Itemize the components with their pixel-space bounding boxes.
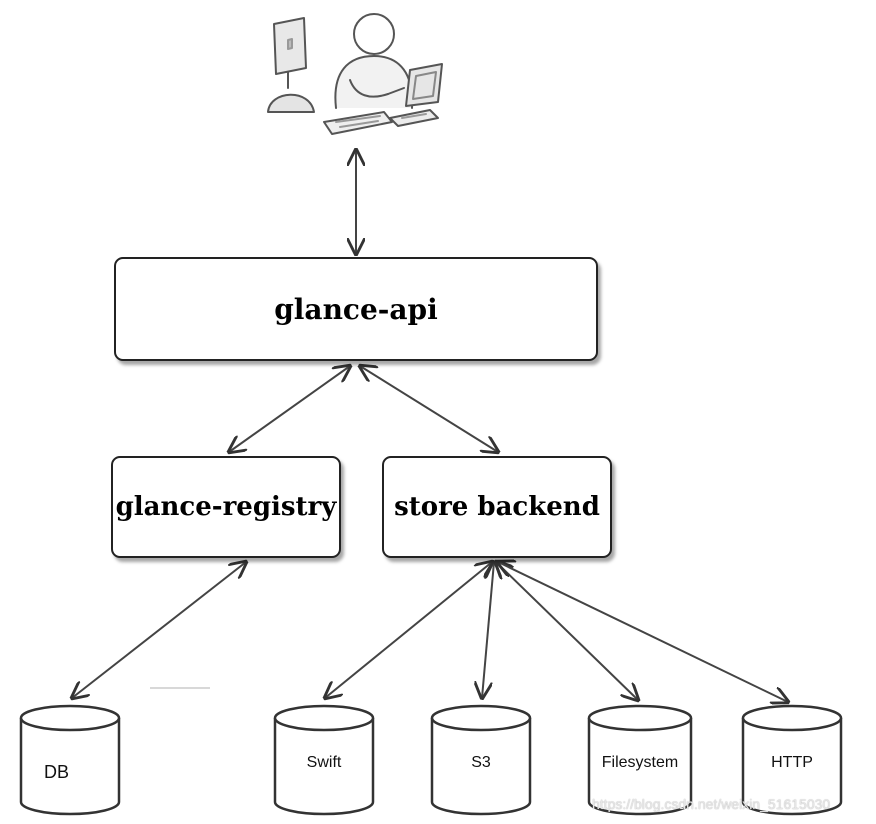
swift-cylinder: Swift [272, 704, 376, 816]
glance-registry-node: glance-registry [111, 456, 341, 558]
registry-db-connector [72, 562, 246, 698]
store-http-connector [498, 562, 788, 702]
store-swift-connector [325, 562, 492, 698]
db-cylinder: DB [18, 704, 122, 816]
watermark-text: https://blog.csdn.net/weixin_51615030 [592, 796, 831, 812]
s3-label: S3 [471, 754, 491, 771]
glance-registry-label: glance-registry [115, 492, 337, 522]
api-registry-connector [229, 366, 350, 452]
database-icon [587, 704, 693, 816]
http-label: HTTP [771, 754, 813, 771]
filesystem-label: Filesystem [601, 754, 679, 771]
glance-api-node: glance-api [114, 257, 598, 361]
api-store-connector [360, 366, 498, 452]
database-icon [430, 704, 532, 816]
http-cylinder: HTTP [740, 704, 844, 816]
store-filesystem-connector [496, 562, 638, 700]
database-icon [741, 704, 843, 816]
database-icon [273, 704, 375, 816]
store-backend-label: store backend [394, 492, 600, 522]
glance-api-label: glance-api [274, 292, 438, 326]
store-s3-connector [482, 562, 494, 698]
db-label: DB [44, 762, 70, 782]
filesystem-cylinder: Filesystem [586, 704, 694, 816]
store-backend-node: store backend [382, 456, 612, 558]
users-illustration-icon [267, 13, 443, 135]
swift-label: Swift [306, 754, 342, 771]
database-icon [19, 704, 121, 816]
s3-cylinder: S3 [429, 704, 533, 816]
